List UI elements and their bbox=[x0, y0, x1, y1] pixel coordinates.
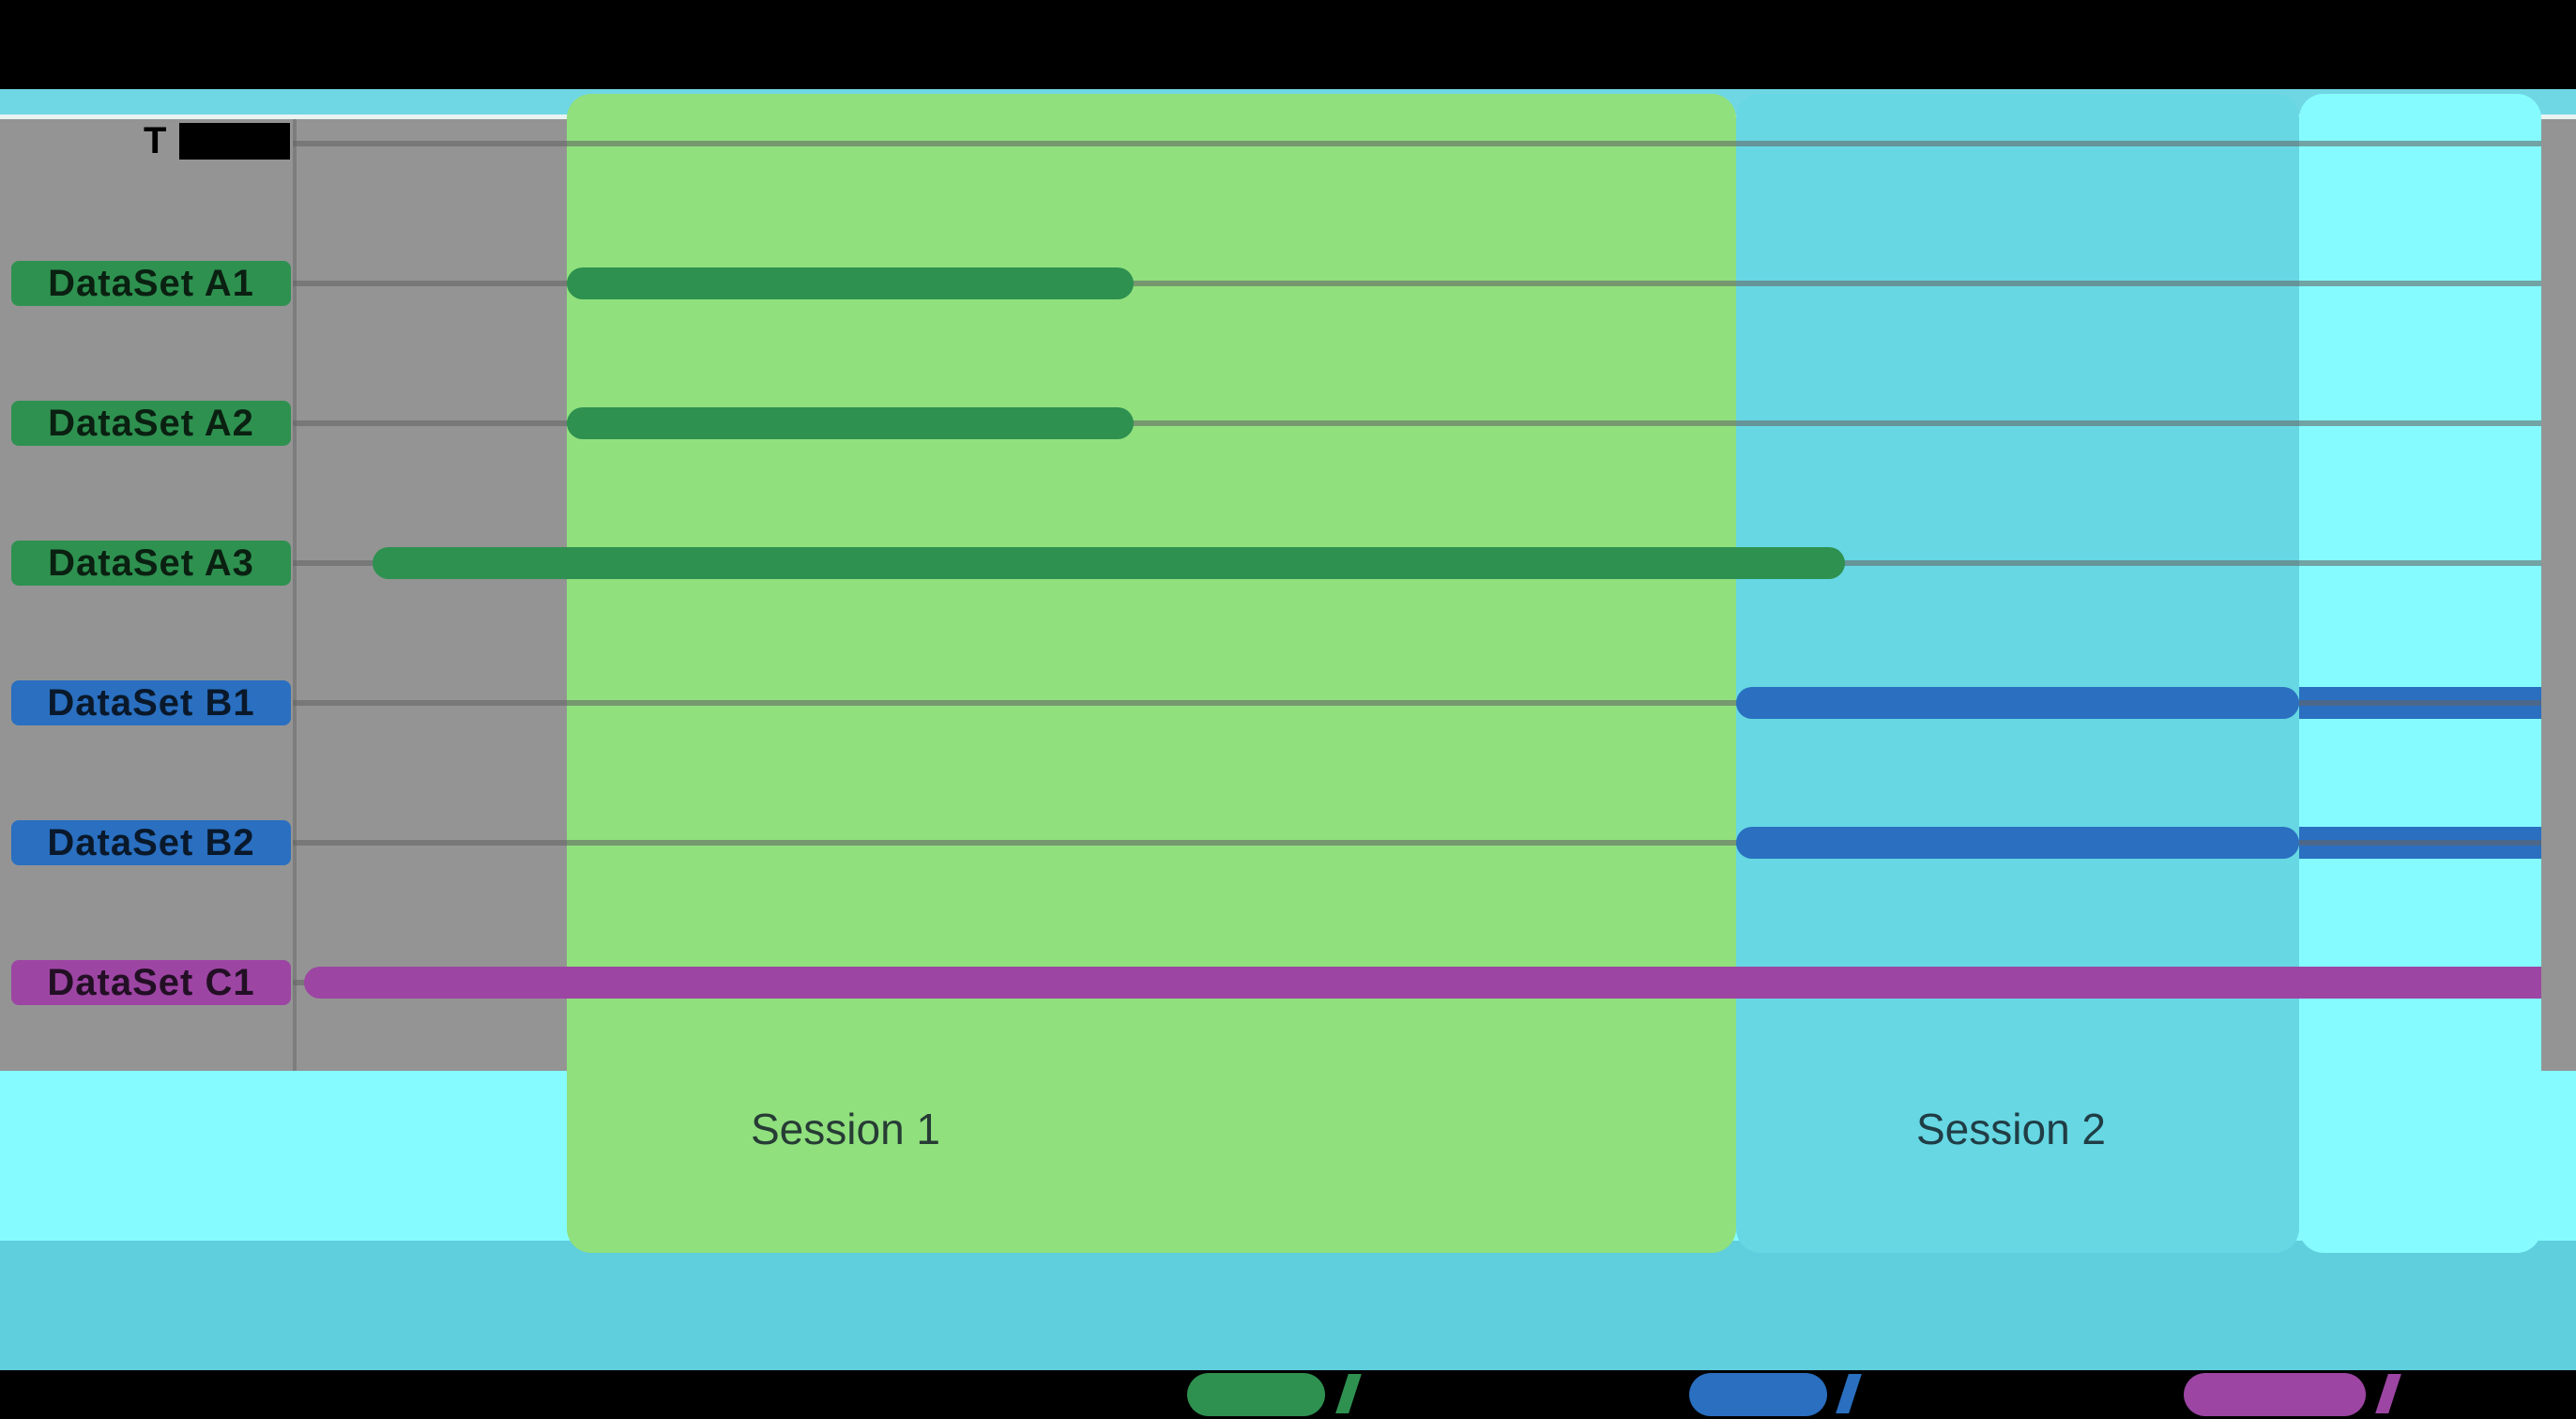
bar-dataset-a2 bbox=[567, 407, 1134, 439]
row-label-dataset-c1: DataSet C1 bbox=[11, 960, 291, 1005]
bottom-cyan-strip bbox=[0, 1241, 2576, 1370]
bar-dataset-a3 bbox=[373, 547, 1845, 579]
session-1-label: Session 1 bbox=[751, 1105, 941, 1153]
gridline-row-a2 bbox=[293, 420, 2541, 426]
row-label-dataset-a1: DataSet A1 bbox=[11, 261, 291, 306]
gridline-row-a1 bbox=[293, 281, 2541, 286]
legend-swatch-green bbox=[1187, 1373, 1325, 1416]
bar-dataset-b1 bbox=[1736, 687, 2299, 719]
gridline-row-title bbox=[293, 141, 2541, 146]
row-label-dataset-b2: DataSet B2 bbox=[11, 820, 291, 865]
row-label-text: DataSet A3 bbox=[48, 542, 254, 584]
bar-dataset-b2 bbox=[1736, 827, 2299, 859]
title-visible-letter: T bbox=[144, 120, 167, 161]
row-label-dataset-a2: DataSet A2 bbox=[11, 401, 291, 446]
bar-dataset-a1 bbox=[567, 267, 1134, 299]
row-label-text: DataSet C1 bbox=[47, 961, 255, 1003]
legend-swatch-blue bbox=[1689, 1373, 1827, 1416]
y-axis-spine bbox=[293, 119, 297, 1071]
top-black-bar bbox=[0, 0, 2576, 89]
row-label-text: DataSet A2 bbox=[48, 402, 254, 444]
row-label-dataset-b1: DataSet B1 bbox=[11, 680, 291, 725]
row-label-text: DataSet B2 bbox=[47, 821, 255, 863]
gridline-row-b1 bbox=[293, 700, 2541, 706]
bar-dataset-c1 bbox=[304, 967, 2541, 999]
gridline-row-b2 bbox=[293, 840, 2541, 846]
legend-swatch-purple bbox=[2184, 1373, 2366, 1416]
row-label-dataset-a3: DataSet A3 bbox=[11, 541, 291, 586]
session-2-label: Session 2 bbox=[1916, 1105, 2107, 1153]
title-redaction-box bbox=[179, 123, 290, 160]
row-label-text: DataSet A1 bbox=[48, 262, 254, 304]
session-2-band bbox=[1736, 94, 2299, 1253]
right-unlabeled-band bbox=[2299, 94, 2541, 1253]
row-label-text: DataSet B1 bbox=[47, 681, 255, 724]
